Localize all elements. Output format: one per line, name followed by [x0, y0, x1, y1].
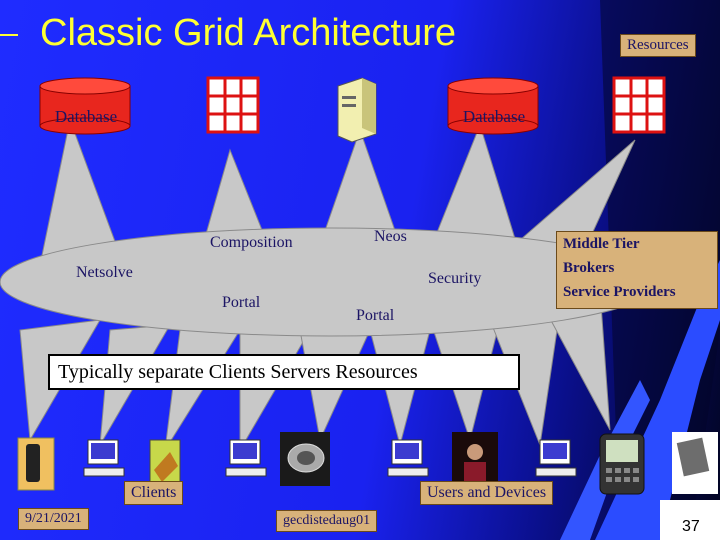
database-label: Database [54, 107, 118, 126]
java-ring-icon [280, 432, 330, 486]
middle-tier-box: Middle Tier Brokers Service Providers [556, 231, 718, 309]
database-label: Database [462, 107, 526, 126]
server-icon [337, 77, 377, 143]
separation-text: Typically separate Clients Servers Resou… [58, 361, 418, 383]
middle-tier-line: Middle Tier [563, 236, 640, 252]
database-cylinder [447, 77, 539, 135]
portal-label: Portal [222, 294, 261, 311]
date-label: 9/21/2021 [18, 508, 89, 530]
clients-label: Clients [124, 481, 184, 505]
users-devices-label: Users and Devices [420, 481, 554, 505]
computer-icon [387, 439, 429, 477]
security-label: Security [428, 270, 482, 287]
computer-icon [225, 439, 267, 477]
event-label: gecdistedaug01 [276, 510, 378, 532]
grid-network-icon [206, 76, 260, 134]
blue-stripe [595, 260, 720, 540]
page-number: 37 [682, 518, 700, 535]
chip-icon [149, 439, 181, 485]
page-number-backdrop [660, 500, 720, 540]
computer-icon [535, 439, 577, 477]
pda-icon [599, 433, 645, 495]
separation-caption: Typically separate Clients Servers Resou… [48, 354, 520, 390]
slide-title: Classic Grid Architecture [40, 12, 457, 54]
service-providers-line: Service Providers [563, 284, 676, 300]
neos-label: Neos [374, 228, 407, 245]
composition-label: Composition [210, 234, 293, 251]
database-cylinder [39, 77, 131, 135]
title-accent-line [0, 34, 18, 36]
grid-network-icon [612, 76, 666, 134]
netsolve-label: Netsolve [76, 264, 133, 281]
brokers-line: Brokers [563, 260, 615, 276]
computer-icon [83, 439, 125, 477]
palm-device-icon [672, 432, 718, 494]
cell-phone-icon [17, 437, 55, 491]
portal-label: Portal [356, 307, 395, 324]
resources-label: Resources [620, 34, 696, 57]
